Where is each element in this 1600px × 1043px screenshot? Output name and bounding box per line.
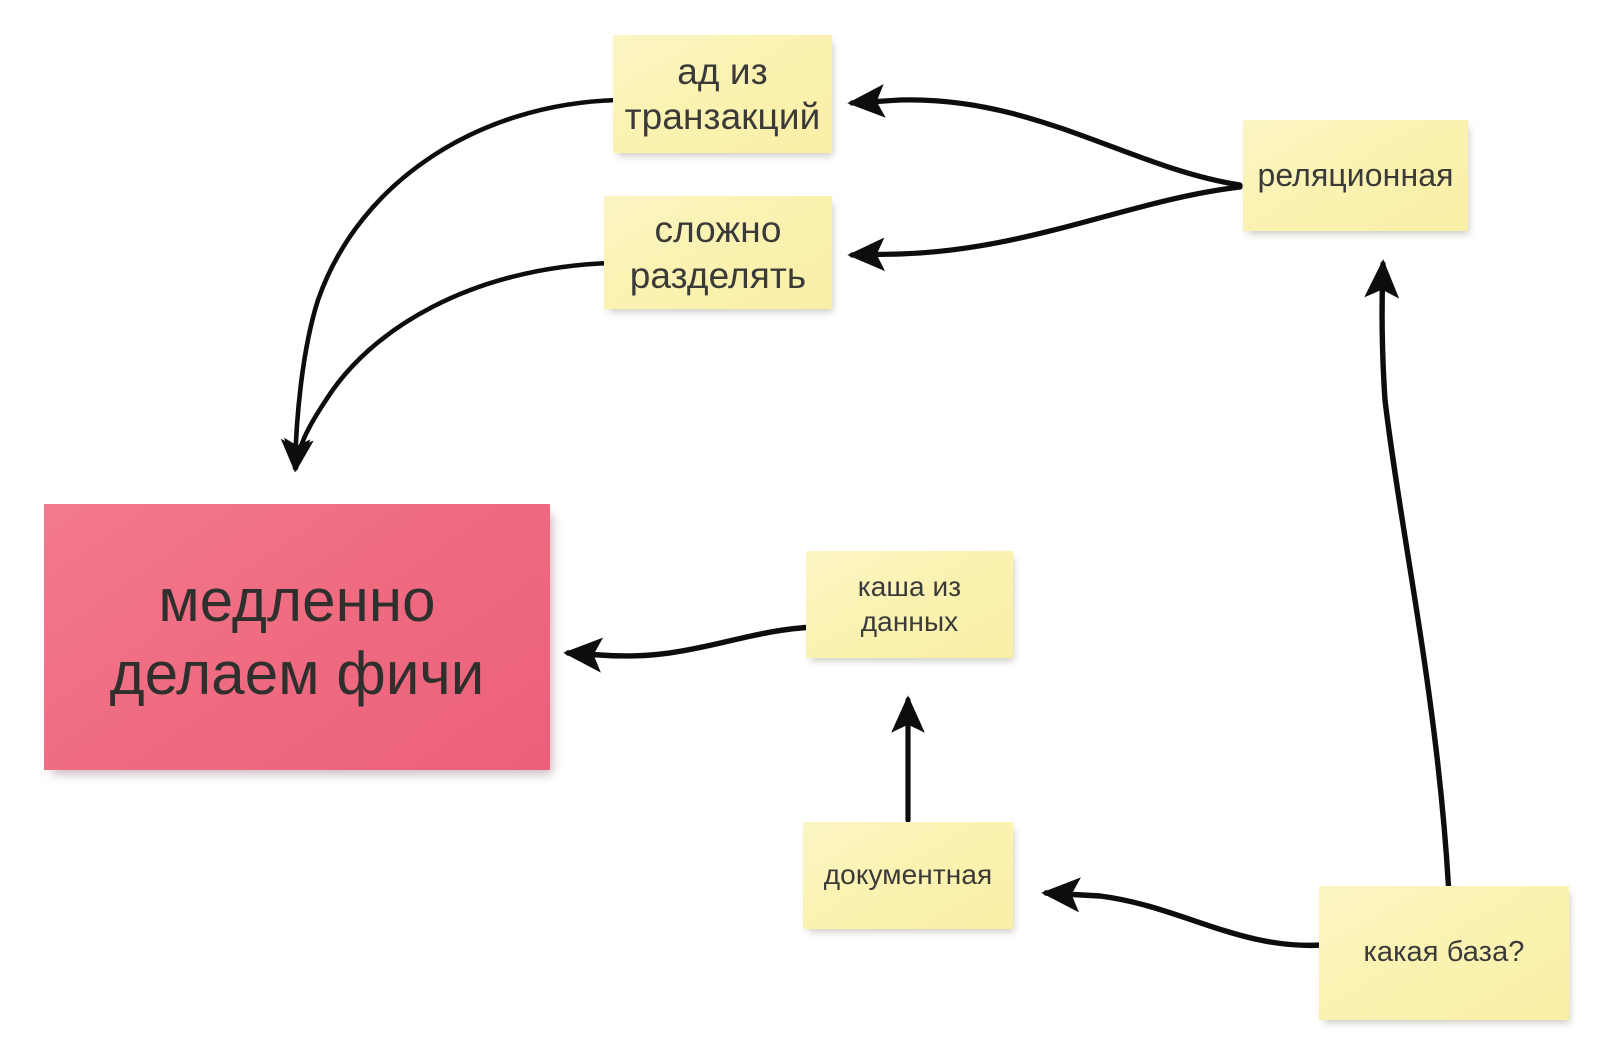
- edge-relational-to-splitting: [847, 184, 1243, 272]
- note-splitting-label: сложно разделять: [629, 209, 807, 296]
- note-relational-label: реляционная: [1257, 156, 1454, 193]
- edge-mess-to-slow: [563, 624, 818, 673]
- note-document-db-label: документная: [823, 859, 993, 891]
- note-splitting[interactable]: сложно разделять: [604, 196, 832, 309]
- note-which-db-label: какая база?: [1363, 936, 1525, 969]
- note-transactions-label: ад из транзакций: [624, 50, 821, 137]
- edge-whichdb-to-document: [1041, 877, 1325, 949]
- edge-splitting-to-slow: [284, 260, 613, 473]
- note-document-db[interactable]: документная: [803, 822, 1013, 929]
- note-which-db[interactable]: какая база?: [1319, 886, 1569, 1020]
- edge-transactions-to-slow: [280, 97, 620, 473]
- note-data-mess-label: каша из данных: [857, 571, 962, 637]
- note-slow-features-label: медленно делаем фичи: [109, 566, 485, 707]
- note-slow-features[interactable]: медленно делаем фичи: [44, 504, 550, 770]
- note-data-mess[interactable]: каша из данных: [806, 551, 1013, 658]
- note-transactions[interactable]: ад из транзакций: [613, 35, 832, 153]
- edge-relational-to-transactions: [847, 84, 1243, 188]
- note-relational[interactable]: реляционная: [1243, 120, 1468, 231]
